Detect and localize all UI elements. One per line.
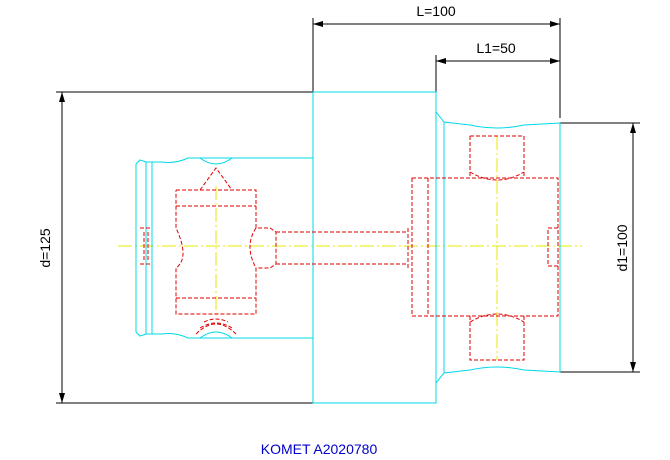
dimension-L: L=100 xyxy=(312,3,561,118)
hidden-features xyxy=(140,135,559,361)
dimension-L1-label: L1=50 xyxy=(476,40,516,56)
left-shank xyxy=(135,157,313,339)
dimension-d: d=125 xyxy=(37,91,313,404)
right-shank xyxy=(435,92,561,403)
dimension-L-label: L=100 xyxy=(416,3,456,19)
caption-text: KOMET A2020780 xyxy=(261,441,378,457)
dimension-L1: L1=50 xyxy=(435,40,560,100)
tool-outline xyxy=(135,91,561,404)
dimension-d-label: d=125 xyxy=(37,228,53,268)
flange-body xyxy=(312,91,437,404)
dimension-d1: d1=100 xyxy=(560,122,640,373)
dimension-d1-label: d1=100 xyxy=(614,224,630,271)
